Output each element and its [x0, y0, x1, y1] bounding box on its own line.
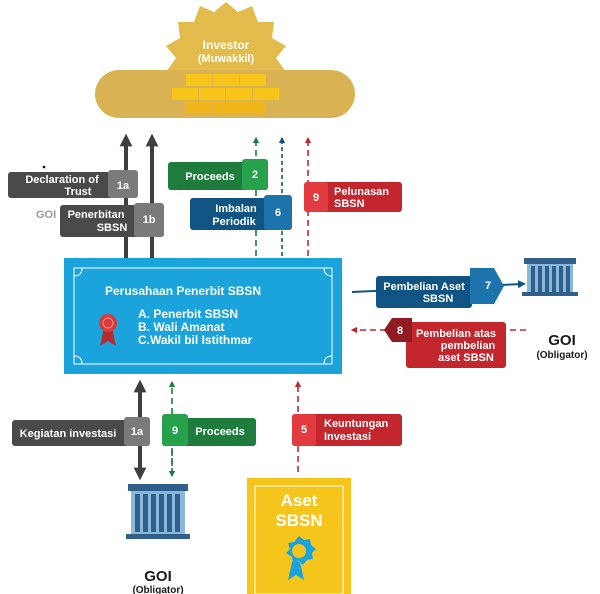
svg-text:6: 6 — [275, 207, 281, 219]
goi-bottom-name: GOI — [144, 568, 172, 585]
label-proceeds-9: 9 Proceeds — [162, 414, 256, 446]
svg-text:1a: 1a — [131, 426, 144, 438]
svg-text:Proceeds: Proceeds — [195, 426, 245, 438]
svg-text:Imbalan: Imbalan — [215, 203, 257, 215]
gold-bars-icon — [172, 74, 279, 114]
aset-sbsn-box: Aset SBSN — [247, 478, 351, 594]
svg-text:Proceeds: Proceeds — [185, 171, 235, 183]
dot-mark — [42, 165, 46, 169]
svg-text:Pelunasan: Pelunasan — [334, 186, 389, 198]
seal-icon — [99, 314, 117, 346]
company-box: Perusahaan Penerbit SBSN A. Penerbit SBS… — [64, 258, 342, 374]
svg-text:SBSN: SBSN — [334, 198, 365, 210]
svg-text:Penerbitan: Penerbitan — [68, 209, 125, 221]
label-proceeds-2: Proceeds 2 — [168, 159, 268, 190]
svg-text:5: 5 — [301, 424, 307, 436]
svg-text:1b: 1b — [143, 214, 156, 226]
label-pembelian-atas: 8 Pembelian atas pembelian aset SBSN — [384, 318, 506, 368]
badge-icon — [286, 536, 316, 580]
investor-node: Investor (Muwakkil) — [95, 2, 355, 118]
svg-text:7: 7 — [485, 280, 491, 292]
svg-text:9: 9 — [172, 425, 178, 437]
svg-text:Trust: Trust — [65, 186, 92, 198]
company-title: Perusahaan Penerbit SBSN — [105, 284, 261, 298]
company-item-c: C.Wakil bil Istithmar — [138, 333, 253, 347]
svg-text:Pembelian Aset: Pembelian Aset — [383, 281, 465, 293]
svg-text:SBSN: SBSN — [423, 293, 454, 305]
svg-text:Investasi: Investasi — [324, 431, 371, 443]
svg-text:Periodik: Periodik — [212, 216, 256, 228]
investor-subtitle: (Muwakkil) — [198, 53, 255, 65]
svg-text:pembelian: pembelian — [441, 340, 496, 352]
building-icon-bottom — [126, 484, 190, 539]
svg-text:8: 8 — [397, 325, 403, 337]
label-pelunasan-sbsn: 9 Pelunasan SBSN — [304, 182, 402, 212]
svg-text:1a: 1a — [117, 180, 130, 192]
goi-right-role: (Obligator) — [536, 350, 587, 361]
svg-text:aset SBSN: aset SBSN — [438, 352, 494, 364]
svg-text:2: 2 — [252, 169, 258, 181]
label-declaration-of-trust: Declaration of Trust 1a — [8, 170, 138, 198]
svg-text:Kegiatan investasi: Kegiatan investasi — [20, 428, 117, 440]
building-icon-right — [522, 258, 578, 296]
goi-bottom-role: (Obligator) — [132, 585, 183, 594]
label-imbalan-periodik: Imbalan Periodik 6 — [190, 195, 292, 230]
svg-text:9: 9 — [313, 192, 319, 204]
aset-line2: SBSN — [275, 511, 322, 530]
goi-right-name: GOI — [548, 332, 576, 349]
aset-line1: Aset — [281, 491, 318, 510]
investor-title: Investor — [203, 38, 250, 52]
goi-partial-label: GOI — [36, 209, 56, 221]
svg-text:Declaration of: Declaration of — [25, 174, 99, 186]
company-item-b: B. Wali Amanat — [138, 320, 224, 334]
svg-text:SBSN: SBSN — [97, 222, 128, 234]
label-pembelian-aset-sbsn: Pembelian Aset SBSN 7 — [376, 268, 504, 308]
company-item-a: A. Penerbit SBSN — [138, 307, 238, 321]
label-penerbitan-sbsn: Penerbitan SBSN 1b — [60, 203, 164, 237]
label-kegiatan-investasi: Kegiatan investasi 1a — [12, 417, 150, 446]
svg-text:Keuntungan: Keuntungan — [324, 418, 388, 430]
label-keuntungan-investasi: 5 Keuntungan Investasi — [292, 414, 402, 446]
svg-text:Pembelian atas: Pembelian atas — [416, 328, 496, 340]
